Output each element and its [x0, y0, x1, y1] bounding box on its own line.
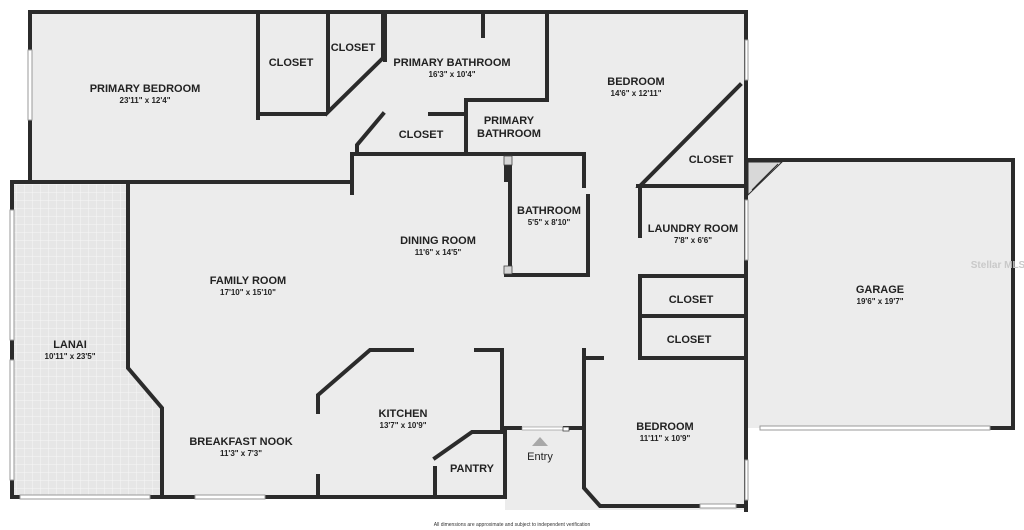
closet-label-1: CLOSET	[269, 57, 314, 69]
laundry-room-label: LAUNDRY ROOM	[648, 223, 738, 235]
bedroom-1-label: BEDROOM	[607, 76, 664, 88]
primary-bedroom-label: PRIMARY BEDROOM	[90, 83, 201, 95]
primary-bathroom-label: PRIMARY BATHROOM	[393, 57, 510, 69]
footer-disclaimer: All dimensions are approximate and subje…	[434, 522, 591, 528]
lanai-dims: 10'11" x 23'5"	[45, 352, 96, 361]
bath-fixture-icon	[503, 155, 513, 166]
bathroom-dims: 5'5" x 8'10"	[528, 218, 571, 227]
entry-door-sill	[521, 426, 565, 431]
garage-label: GARAGE	[856, 284, 904, 296]
lanai-floor	[12, 182, 162, 497]
entry-label: Entry	[527, 451, 553, 463]
kitchen-label: KITCHEN	[379, 408, 428, 420]
room-labels: PRIMARY BEDROOM 23'11" x 12'4" CLOSET CL…	[45, 42, 905, 528]
primary-bathroom-small-line2: BATHROOM	[477, 128, 541, 140]
floor-fill	[12, 12, 1013, 510]
closet-label-6: CLOSET	[667, 334, 712, 346]
watermark: Stellar MLS	[971, 260, 1024, 271]
family-room-label: FAMILY ROOM	[210, 275, 286, 287]
breakfast-nook-label: BREAKFAST NOOK	[189, 436, 292, 448]
closet-label-2: CLOSET	[331, 42, 376, 54]
closet-label-4: CLOSET	[689, 154, 734, 166]
primary-bathroom-small-line1: PRIMARY	[484, 115, 535, 127]
bedroom-2-label: BEDROOM	[636, 421, 693, 433]
windows	[9, 39, 991, 509]
breakfast-nook-dims: 11'3" x 7'3"	[220, 449, 262, 458]
laundry-room-dims: 7'8" x 6'6"	[674, 236, 712, 245]
primary-bedroom-dims: 23'11" x 12'4"	[120, 96, 171, 105]
primary-bathroom-dims: 16'3" x 10'4"	[429, 70, 476, 79]
bedroom-2-dims: 11'11" x 10'9"	[640, 434, 691, 443]
pantry-label: PANTRY	[450, 463, 495, 475]
door-handle-icon	[562, 426, 570, 432]
walls	[10, 10, 1015, 512]
dining-room-dims: 11'6" x 14'5"	[415, 248, 462, 257]
bathroom-label: BATHROOM	[517, 205, 581, 217]
closet-label-5: CLOSET	[669, 294, 714, 306]
bedroom-1-dims: 14'6" x 12'11"	[611, 89, 662, 98]
bath-fixture-icon-2	[503, 265, 513, 275]
garage-dims: 19'6" x 19'7"	[857, 297, 904, 306]
family-room-dims: 17'10" x 15'10"	[220, 288, 276, 297]
lanai-label: LANAI	[53, 339, 87, 351]
entry-arrow-icon	[532, 437, 548, 446]
stair-detail	[747, 161, 784, 197]
dining-room-label: DINING ROOM	[400, 235, 476, 247]
closet-label-3: CLOSET	[399, 129, 444, 141]
kitchen-dims: 13'7" x 10'9"	[380, 421, 427, 430]
